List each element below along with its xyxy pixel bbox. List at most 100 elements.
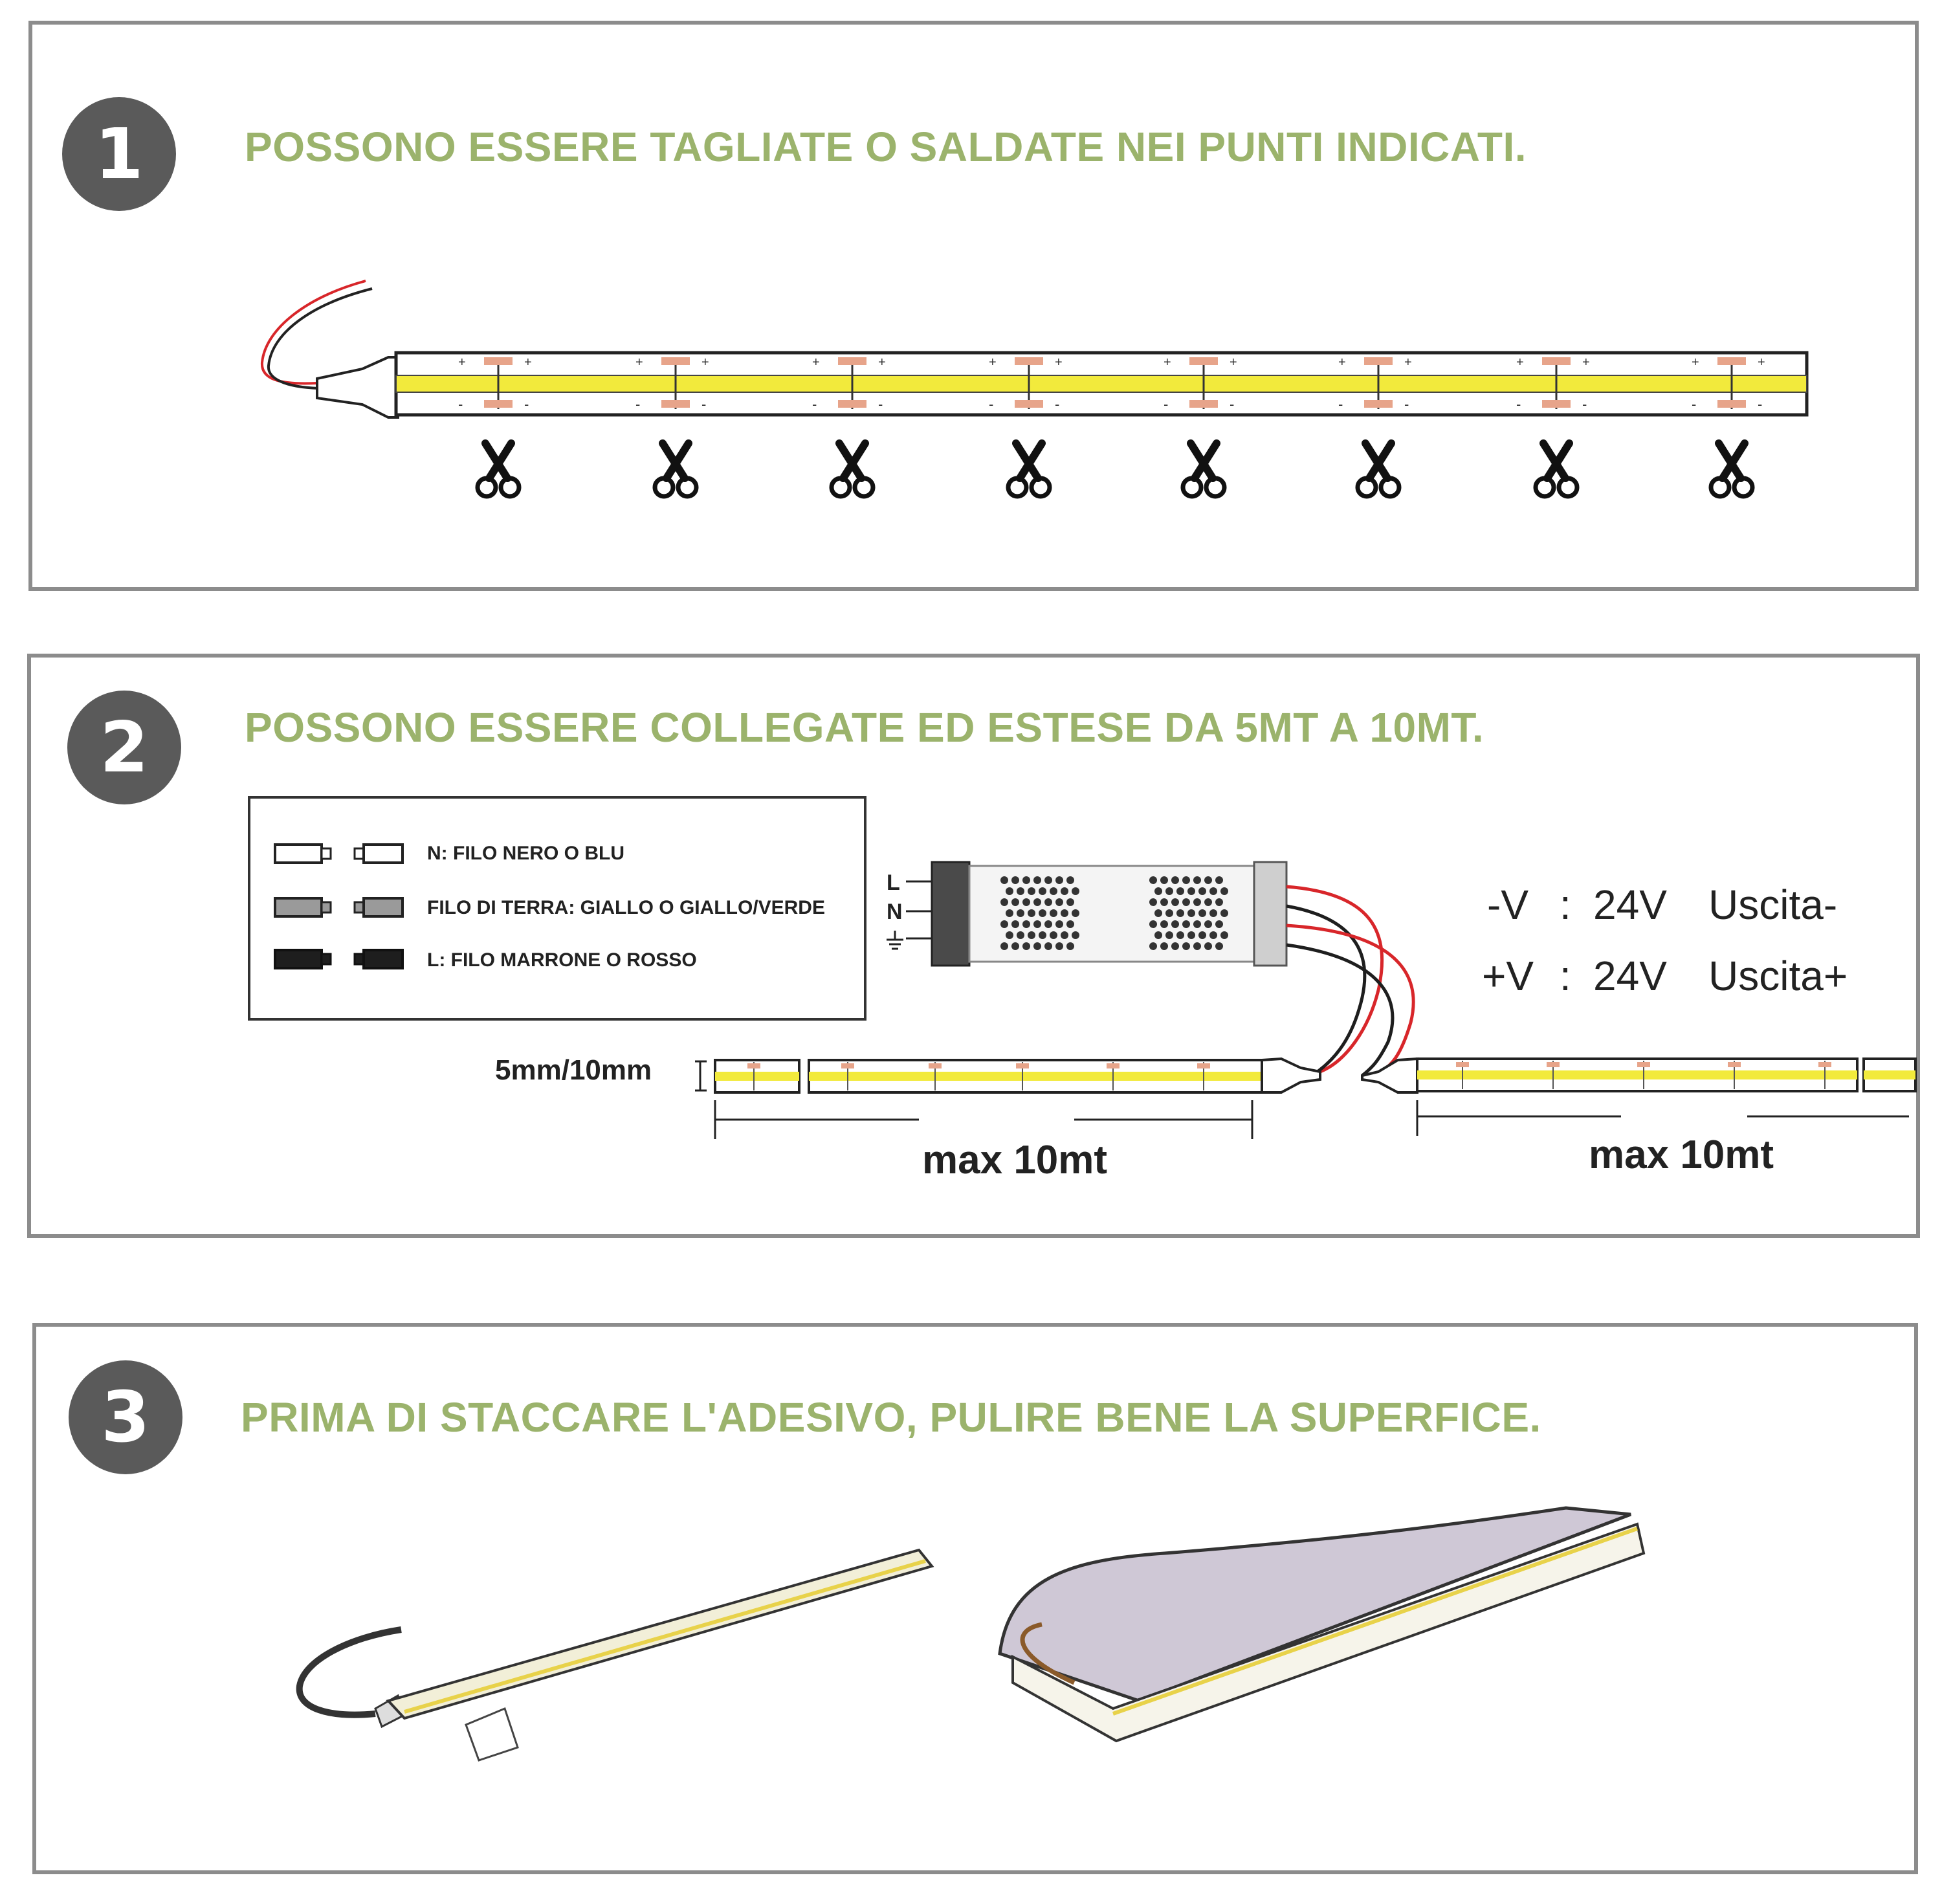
- output-black-wire-right: [1286, 943, 1395, 1077]
- scissors-row: [475, 439, 1755, 499]
- output-black-wire-left: [1286, 904, 1367, 1076]
- svg-text:-: -: [1404, 396, 1409, 412]
- adhesive-backing-tab: [465, 1707, 519, 1762]
- svg-text:+: +: [1692, 355, 1699, 370]
- svg-text:+: +: [635, 355, 643, 370]
- output-red-wire-left: [1286, 885, 1384, 1074]
- wire-legend-box: [248, 796, 866, 1021]
- svg-text:+: +: [989, 355, 997, 370]
- scissors-icon: [1533, 439, 1580, 499]
- svg-text:-: -: [989, 396, 993, 412]
- vent-grille-left: [1000, 876, 1079, 950]
- scissors-icon: [1708, 439, 1755, 499]
- step-2-badge: 2: [67, 691, 181, 804]
- output-positive-value: 24V: [1593, 953, 1667, 999]
- strip-width-label: 5mm/10mm: [495, 1054, 652, 1086]
- cut-points: ++--++--++--++--++--++--++--++--: [458, 355, 1765, 412]
- svg-text:-: -: [701, 396, 706, 412]
- legend-neutral-label: N: FILO NERO O BLU: [427, 843, 624, 864]
- svg-text:+: +: [1582, 355, 1590, 370]
- step-1-badge: 1: [62, 97, 176, 211]
- cut-point: + + - -: [989, 355, 1063, 412]
- svg-text:-: -: [1582, 396, 1587, 412]
- cut-point: + + - -: [812, 355, 886, 412]
- cut-point: + + - -: [635, 355, 709, 412]
- output-negative-pin: -V: [1487, 881, 1528, 928]
- svg-text:-: -: [458, 396, 463, 412]
- cut-point: + + - -: [1692, 355, 1765, 412]
- svg-text:-: -: [524, 396, 529, 412]
- left-strip-run: [714, 1057, 1321, 1094]
- output-positive-line: +V : 24V Uscita+: [1482, 953, 1848, 999]
- svg-text:+: +: [1230, 355, 1237, 370]
- svg-text:+: +: [1164, 355, 1171, 370]
- output-positive-sep: :: [1560, 953, 1571, 999]
- strip-with-peeling-adhesive: [998, 1506, 1646, 1743]
- svg-text:+: +: [1758, 355, 1765, 370]
- scissors-icon: [1355, 439, 1402, 499]
- output-positive-pin: +V: [1482, 953, 1534, 999]
- output-negative-line: -V : 24V Uscita-: [1487, 881, 1837, 928]
- terminal-n-label: N: [887, 900, 903, 924]
- step-3-panel: [32, 1323, 1918, 1874]
- output-positive-name: Uscita+: [1708, 953, 1848, 999]
- power-supply-driver: [931, 861, 1288, 967]
- scissors-icon: [652, 439, 699, 499]
- terminal-l-label: L: [887, 870, 900, 895]
- svg-text:-: -: [1758, 396, 1762, 412]
- step-1-heading: POSSONO ESSERE TAGLIATE O SALDATE NEI PU…: [245, 124, 1527, 170]
- cut-point: ++--: [1164, 355, 1237, 412]
- step-3-heading: PRIMA DI STACCARE L'ADESIVO, PULIRE BENE…: [241, 1394, 1541, 1441]
- legend-live-connector-icon: [274, 949, 404, 969]
- step-1-panel: [28, 21, 1919, 591]
- output-negative-value: 24V: [1593, 881, 1667, 928]
- svg-text:-: -: [1055, 396, 1059, 412]
- earth-ground-icon: [887, 931, 903, 950]
- step-3-badge: 3: [69, 1360, 182, 1474]
- legend-earth-connector-icon: [274, 897, 404, 918]
- legend-neutral-connector-icon: [274, 843, 404, 864]
- scissors-icon: [1180, 439, 1227, 499]
- scissors-icon: [475, 439, 522, 499]
- right-dimension-line: [1416, 1100, 1909, 1136]
- svg-text:-: -: [812, 396, 817, 412]
- vent-grille-right: [1149, 876, 1228, 950]
- cut-point: + + - -: [1516, 355, 1590, 412]
- svg-text:+: +: [812, 355, 820, 370]
- legend-earth-label: FILO DI TERRA: GIALLO O GIALLO/VERDE: [427, 897, 825, 918]
- scissors-icon: [829, 439, 876, 499]
- right-run-length-label: max 10mt: [1589, 1133, 1774, 1177]
- svg-text:+: +: [1338, 355, 1346, 370]
- strip-with-connector: [296, 1548, 934, 1762]
- svg-text:-: -: [878, 396, 883, 412]
- svg-text:-: -: [1692, 396, 1696, 412]
- scissors-icon: [1006, 439, 1052, 499]
- output-negative-sep: :: [1560, 881, 1571, 928]
- svg-text:-: -: [635, 396, 640, 412]
- led-strip-yellow-line: [395, 375, 1807, 393]
- black-lead-wire: [267, 287, 373, 390]
- svg-text:-: -: [1516, 396, 1521, 412]
- svg-text:+: +: [878, 355, 886, 370]
- svg-text:+: +: [1404, 355, 1412, 370]
- svg-text:-: -: [1164, 396, 1168, 412]
- svg-text:+: +: [524, 355, 532, 370]
- legend-live-label: L: FILO MARRONE O ROSSO: [427, 949, 697, 971]
- cut-point: + + - -: [1338, 355, 1412, 412]
- cut-point: + + - -: [458, 355, 532, 412]
- svg-text:+: +: [1516, 355, 1524, 370]
- strip-end-cap: [316, 356, 399, 419]
- svg-text:+: +: [1055, 355, 1063, 370]
- step-2-heading: POSSONO ESSERE COLLEGATE ED ESTESE DA 5M…: [245, 704, 1484, 751]
- svg-text:+: +: [458, 355, 466, 370]
- svg-text:-: -: [1338, 396, 1343, 412]
- svg-text:+: +: [701, 355, 709, 370]
- strip-width-bracket: [695, 1060, 707, 1092]
- output-negative-name: Uscita-: [1708, 881, 1837, 928]
- left-dimension-line: [714, 1100, 1253, 1139]
- left-run-length-label: max 10mt: [922, 1138, 1107, 1182]
- right-strip-run: [1361, 1057, 1917, 1094]
